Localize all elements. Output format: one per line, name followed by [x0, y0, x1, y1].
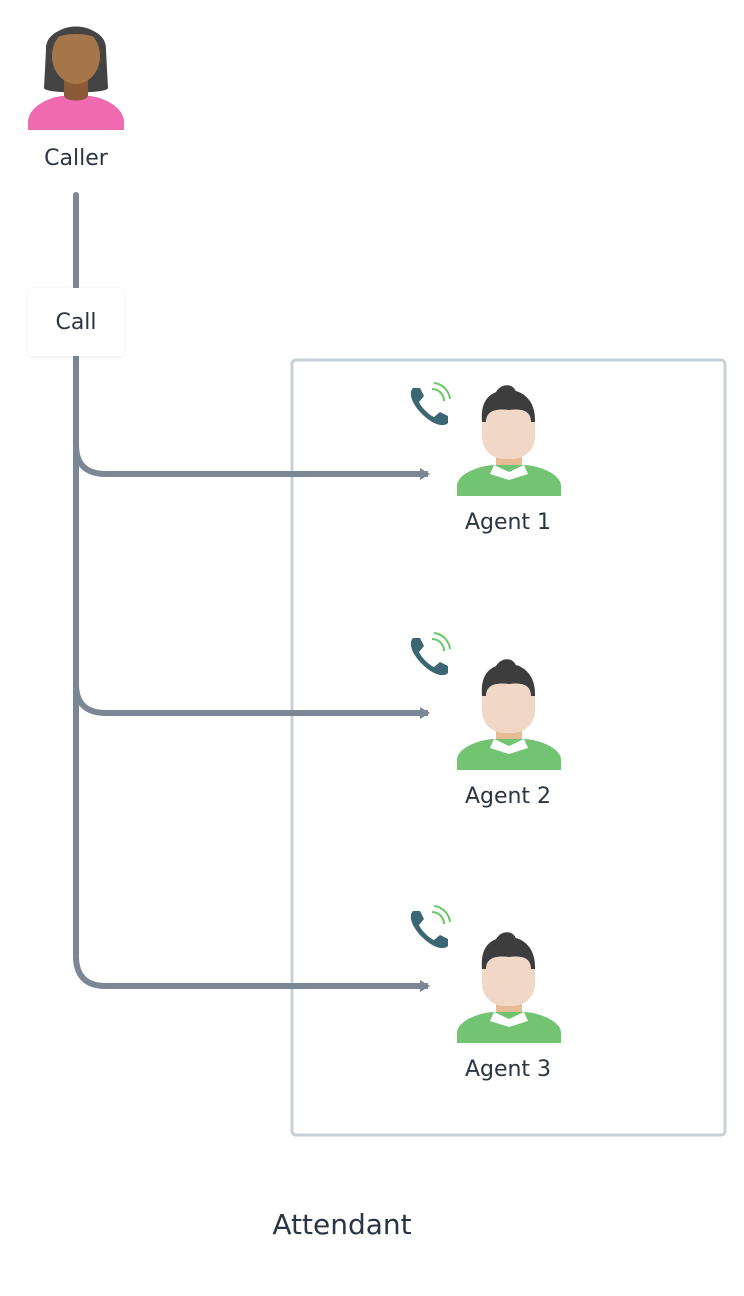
call-label: Call	[55, 309, 97, 335]
call-label-box: Call	[28, 288, 124, 356]
agent-3-avatar-icon	[457, 932, 561, 1043]
route-arrow-agent-1	[73, 444, 430, 480]
caller-label: Caller	[44, 146, 108, 171]
agent-1-avatar-icon	[457, 385, 561, 496]
route-arrow-agent-2	[73, 683, 430, 719]
attendant-group-box	[290, 358, 727, 1137]
route-arrow-agent-3	[73, 955, 430, 992]
caller-avatar-icon	[28, 26, 124, 130]
agent-2-label: Agent 2	[464, 784, 552, 809]
agent-2-avatar-icon	[457, 659, 561, 770]
agent-3-phone-ringing-icon	[410, 905, 451, 949]
agent-3-label: Agent 3	[464, 1057, 552, 1082]
agent-2-phone-ringing-icon	[410, 632, 451, 676]
attendant-group-label: Attendant	[272, 1208, 412, 1241]
agent-1-label: Agent 1	[464, 510, 552, 535]
agent-1-phone-ringing-icon	[410, 382, 451, 426]
